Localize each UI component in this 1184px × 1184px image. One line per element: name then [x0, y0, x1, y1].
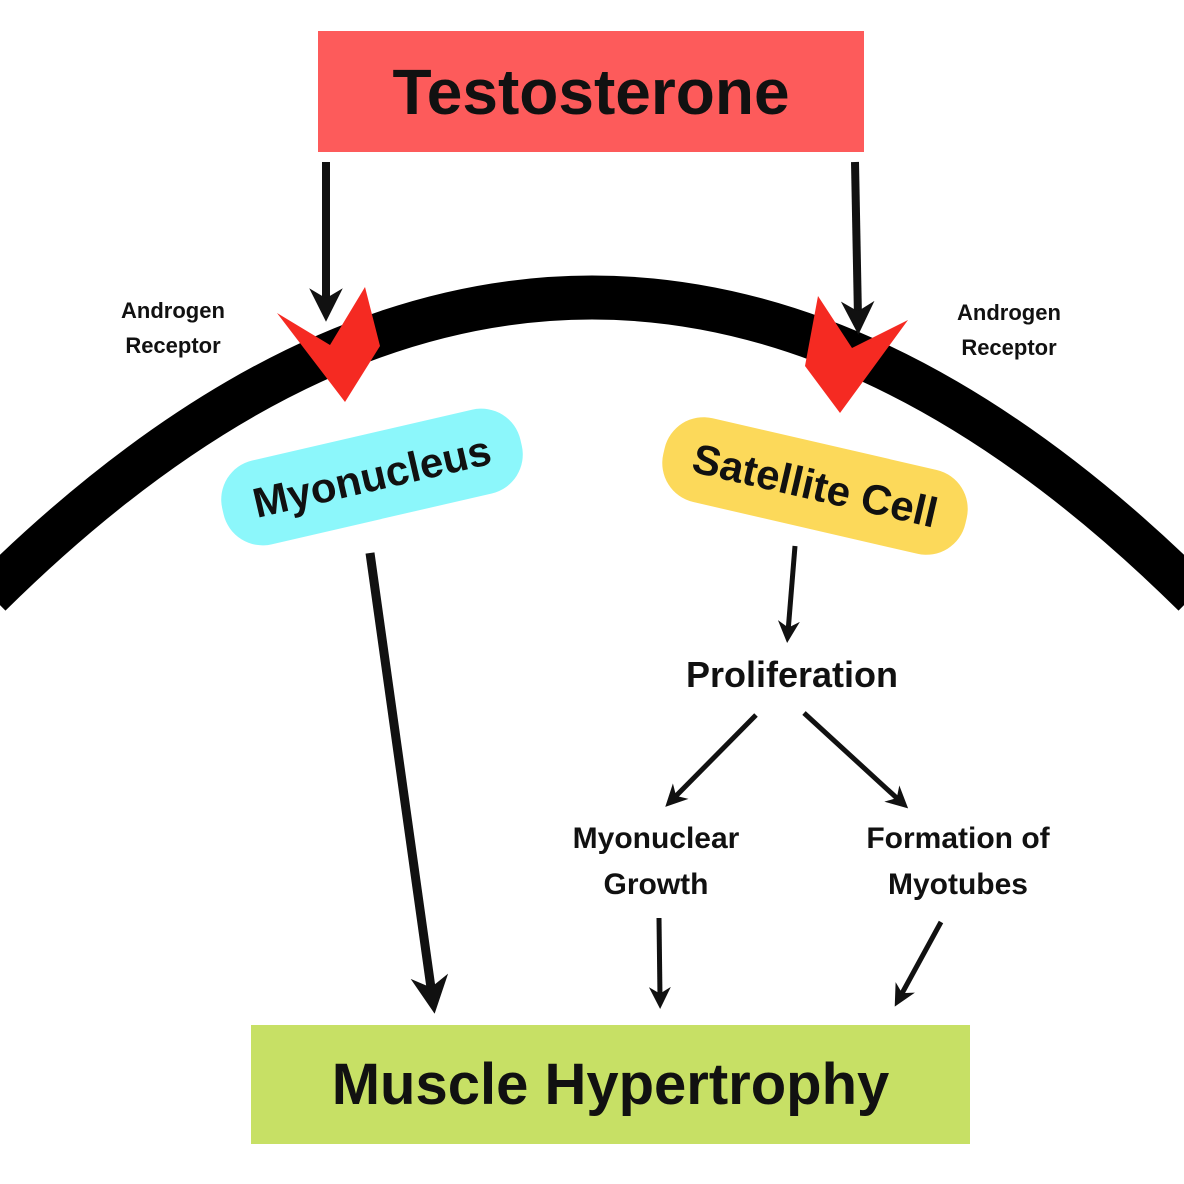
myonuclear-growth-line-1: Myonuclear — [572, 822, 740, 855]
androgen-receptor-icon — [277, 287, 380, 402]
testosterone-box-fill — [318, 31, 864, 152]
muscle-hypertrophy-label: Muscle Hypertrophy — [331, 1052, 890, 1117]
testosterone-node: Testosterone — [318, 31, 864, 152]
myonuclear-growth-line-2: Growth — [603, 868, 709, 901]
muscle-hypertrophy-node: Muscle Hypertrophy — [251, 1025, 970, 1144]
edge-myonucleus-to-hypertrophy — [365, 552, 449, 1014]
cell-membrane-arc — [0, 275, 1184, 611]
receptor-right-line-1: Androgen — [957, 300, 1061, 325]
formation-of-myotubes-line-2: Myotubes — [887, 868, 1028, 901]
edge-testosterone-to-receptor-right — [840, 161, 875, 335]
formation-of-myotubes-label: Formation of Myotubes — [838, 816, 1078, 908]
proliferation-label: Proliferation — [685, 654, 899, 695]
androgen-receptor-icon — [805, 296, 908, 413]
edge-proliferation-to-myotubes — [802, 711, 909, 809]
edge-myotubes-to-hypertrophy — [894, 920, 944, 1007]
receptor-left-label: Androgen Receptor — [98, 293, 248, 363]
receptor-left-line-2: Receptor — [125, 333, 221, 358]
receptor-left-line-1: Androgen — [121, 298, 225, 323]
edge-proliferation-to-myonuclear-growth — [665, 713, 758, 807]
myonuclear-growth-label: Myonuclear Growth — [540, 816, 772, 908]
testosterone-label: Testosterone — [392, 55, 790, 128]
receptor-right-label: Androgen Receptor — [934, 295, 1084, 365]
formation-of-myotubes-line-1: Formation of — [866, 822, 1050, 855]
edge-myonuclear-growth-to-hypertrophy — [648, 917, 671, 1009]
edge-satellite-to-proliferation — [777, 545, 800, 643]
muscle-hypertrophy-box-fill — [251, 1025, 970, 1144]
receptor-right-line-2: Receptor — [961, 335, 1057, 360]
